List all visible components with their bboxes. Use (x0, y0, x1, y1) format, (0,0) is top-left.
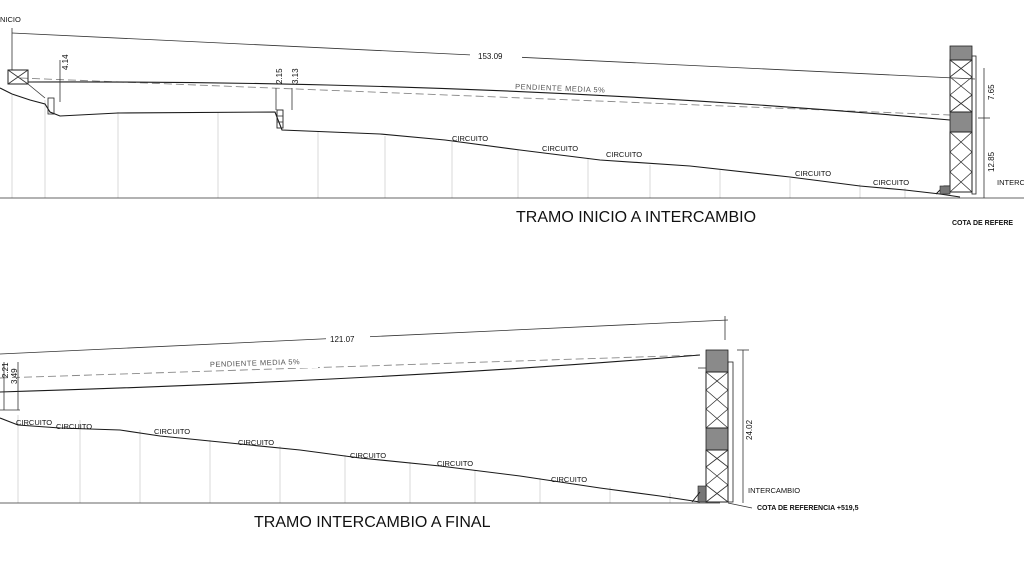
svg-text:12.85: 12.85 (987, 151, 996, 172)
bottom-circuit-7: CIRCUITO (551, 475, 587, 484)
bottom-profile: 121.07 PENDIENTE MEDIA 5% 2.21 3.49 CIRC… (0, 316, 859, 531)
bottom-circuit-6: CIRCUITO (437, 459, 473, 468)
top-right-label: INTERC (997, 178, 1024, 187)
svg-text:3.13: 3.13 (291, 68, 300, 84)
top-title: TRAMO INICIO A INTERCAMBIO (516, 209, 756, 226)
top-dim-bc: 2.15 3.13 (275, 68, 300, 110)
top-start-label: NICIO (0, 15, 21, 24)
svg-text:24.02: 24.02 (745, 419, 754, 440)
top-circuit-4: CIRCUITO (795, 169, 831, 178)
bottom-right-label: INTERCAMBIO (748, 486, 800, 495)
top-slope-line (19, 77, 951, 116)
bottom-dim-left: 2.21 3.49 (0, 362, 20, 411)
bottom-circuit-5: CIRCUITO (350, 451, 386, 460)
top-circuit-2: CIRCUITO (542, 144, 578, 153)
top-circuit-5: CIRCUITO (873, 178, 909, 187)
bottom-reference-label: COTA DE REFERENCIA +519,5 (757, 505, 859, 512)
top-terrain (0, 87, 961, 198)
top-circuit-1: CIRCUITO (452, 134, 488, 143)
top-dim-right: 7.65 12.85 (978, 68, 996, 198)
top-slope-label: PENDIENTE MEDIA 5% (515, 82, 606, 95)
bottom-terrain (0, 417, 701, 503)
top-mid-station (276, 109, 284, 129)
top-reference-label: COTA DE REFERE (952, 220, 1013, 227)
bottom-tower (691, 349, 734, 503)
bottom-slope-line (0, 354, 701, 379)
svg-text:2.21: 2.21 (1, 362, 10, 378)
bottom-circuit-1: CIRCUITO (16, 418, 52, 427)
top-tower (935, 45, 977, 195)
bottom-circuit-2: CIRCUITO (56, 422, 92, 431)
top-span-label: 153.09 (478, 52, 503, 61)
svg-text:7.65: 7.65 (987, 84, 996, 100)
top-start-station (7, 69, 55, 115)
top-circuit-3: CIRCUITO (606, 150, 642, 159)
svg-text:2.15: 2.15 (275, 68, 284, 84)
bottom-slope-label: PENDIENTE MEDIA 5% (210, 357, 301, 369)
svg-text:3.49: 3.49 (10, 368, 19, 384)
top-profile: 153.09 PENDIENTE MEDIA 5% NICIO 4.14 (0, 15, 1024, 227)
bottom-circuit-3: CIRCUITO (154, 427, 190, 436)
bottom-cable (0, 354, 701, 393)
top-cable (27, 81, 951, 121)
top-dim-a: 4.14 (59, 54, 70, 102)
bottom-circuit-4: CIRCUITO (238, 438, 274, 447)
svg-text:4.14: 4.14 (61, 54, 70, 70)
bottom-span-label: 121.07 (330, 335, 355, 344)
bottom-grid (17, 415, 671, 503)
bottom-title: TRAMO INTERCAMBIO A FINAL (254, 514, 491, 531)
top-grid (11, 95, 906, 198)
bottom-dim-right: 24.02 (737, 349, 754, 503)
